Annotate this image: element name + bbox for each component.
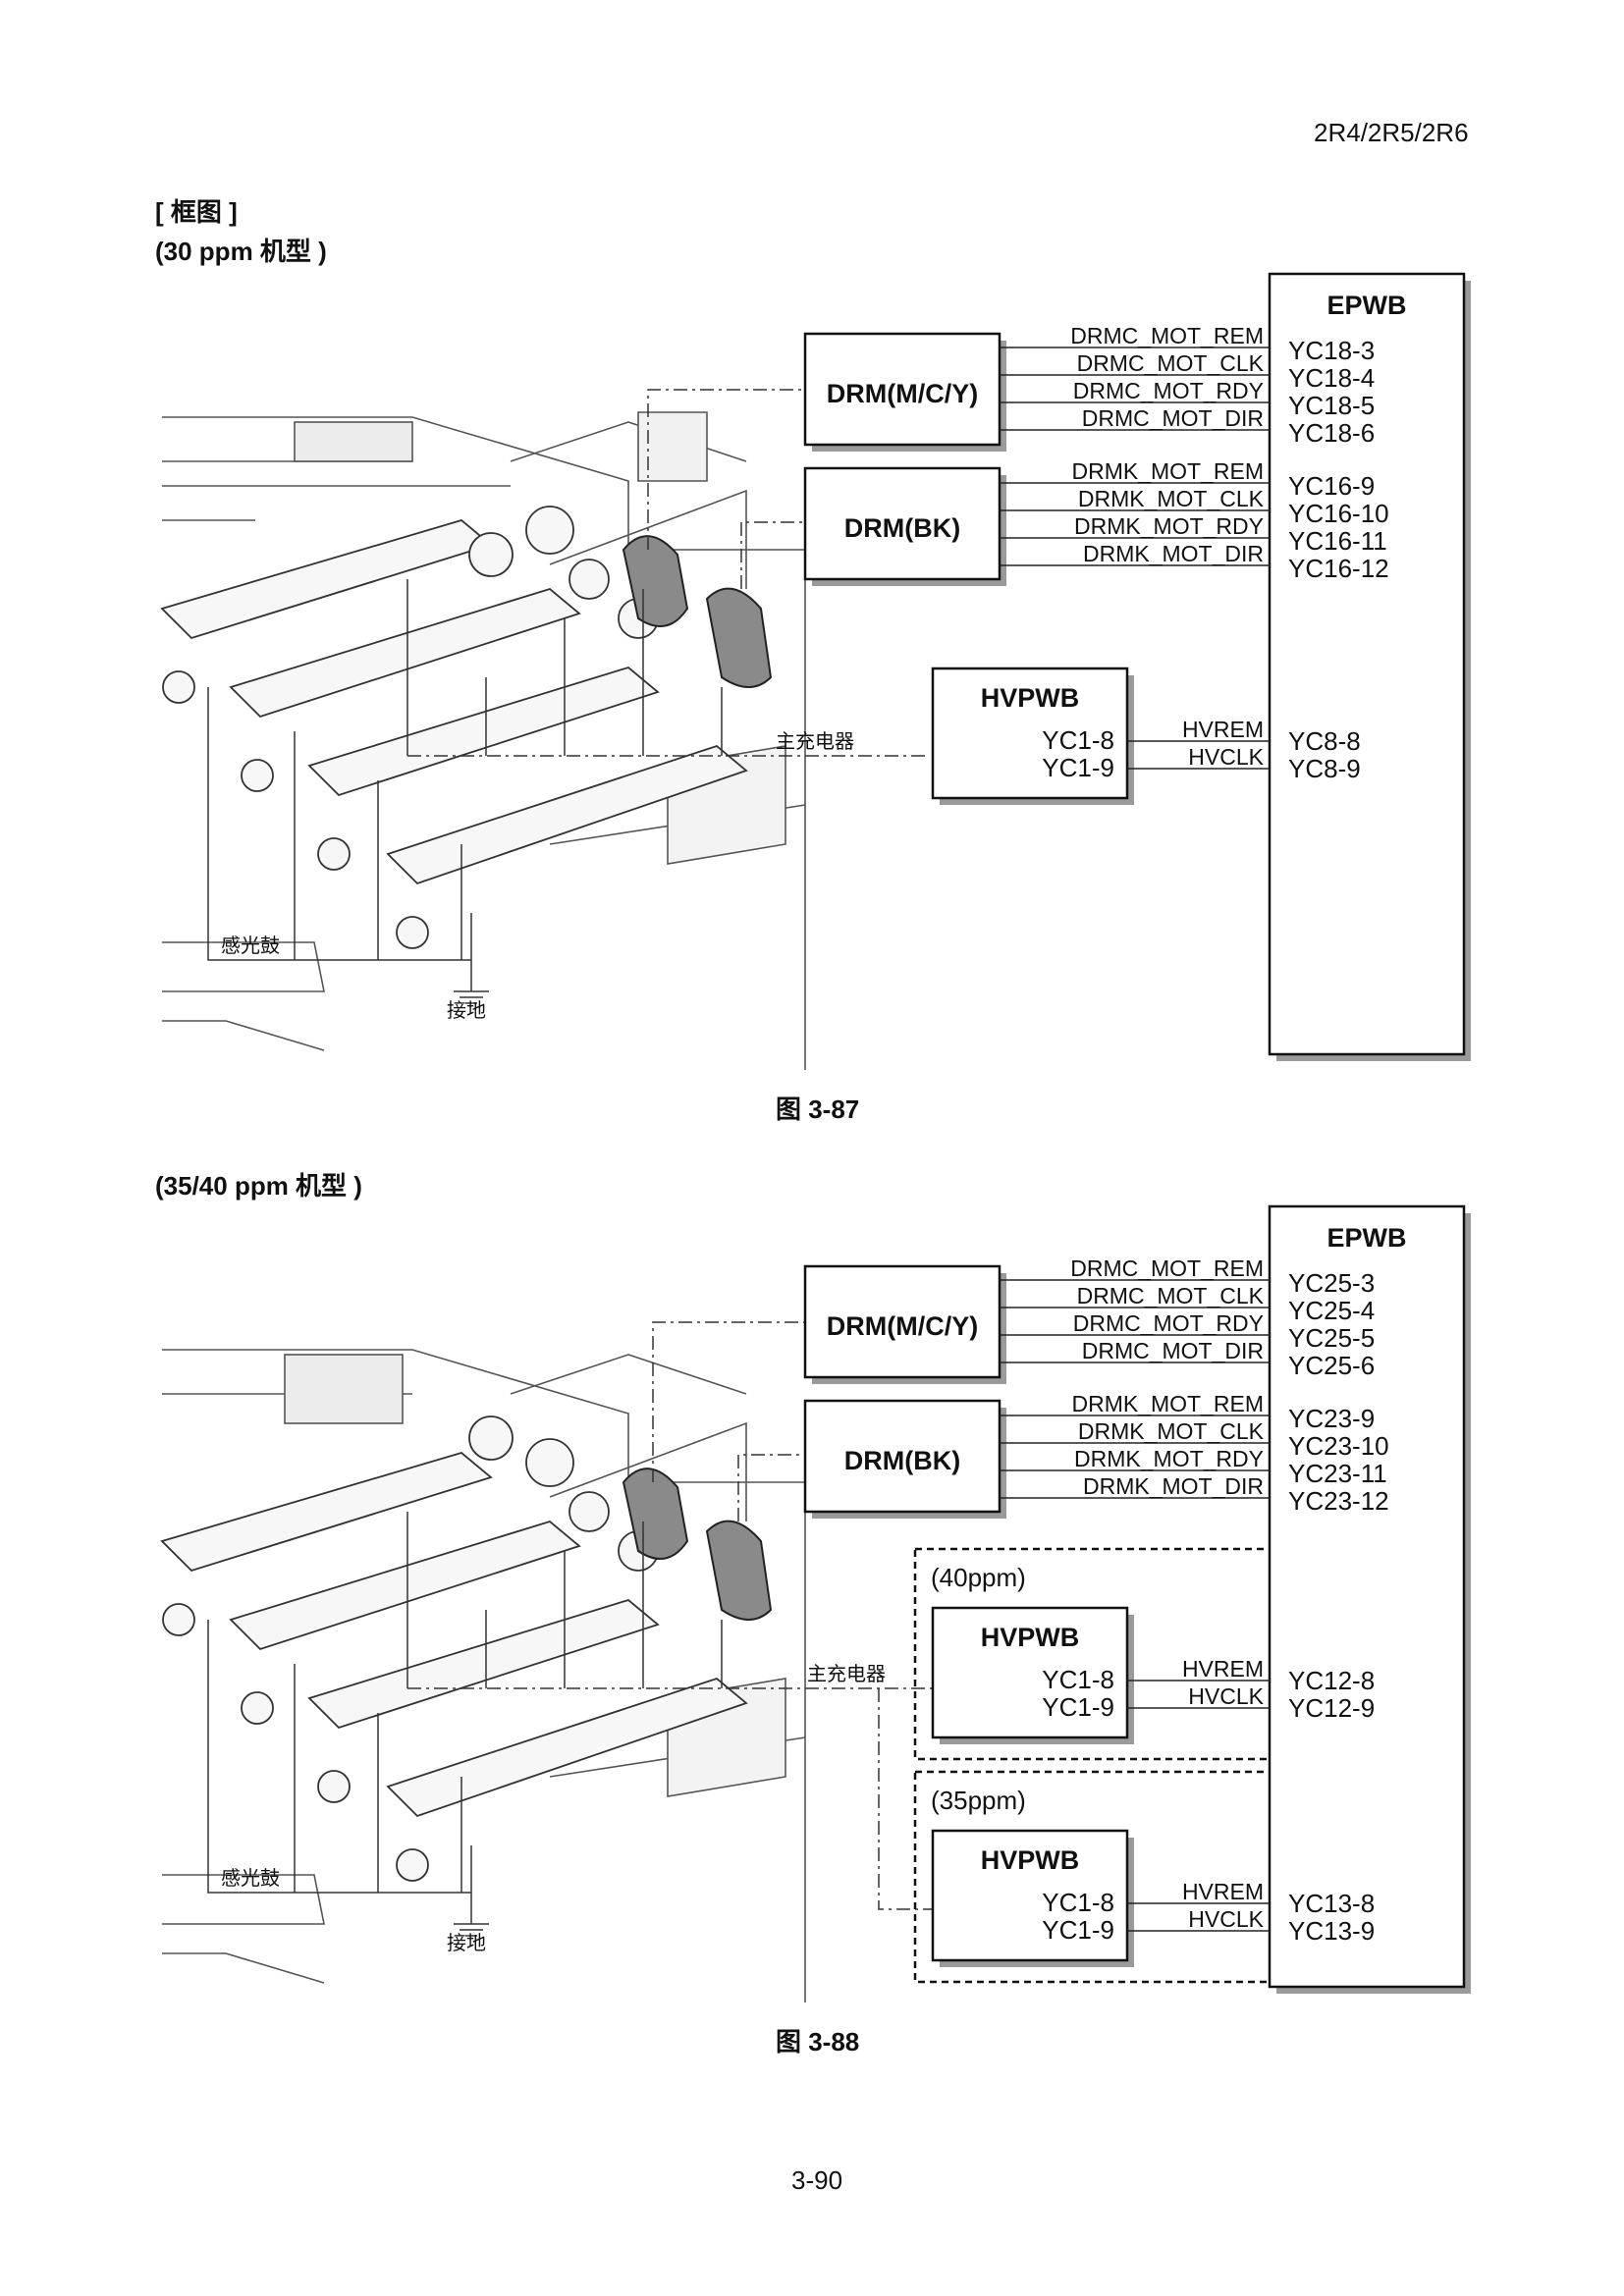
drm-mcy-label-2: DRM(M/C/Y)	[827, 1311, 978, 1341]
hvpwb-35-conn-2: YC1-9	[1042, 1915, 1114, 1945]
drum-units	[160, 506, 748, 949]
hvpwb-40-label: HVPWB	[981, 1623, 1080, 1652]
epwb-label-2: EPWB	[1327, 1223, 1407, 1253]
pin-yc18-4: YC18-4	[1288, 363, 1375, 393]
machine-illustration	[162, 411, 806, 1070]
pin-yc23-12: YC23-12	[1288, 1486, 1389, 1516]
ground-label-2: 接地	[447, 1931, 486, 1954]
diagram2: 主充电器 感光鼓 接地 DRM(M/C/Y) DRM(BK) (40ppm) (…	[160, 1204, 1471, 2002]
leader-lines	[207, 389, 928, 1004]
hvpwb-conn-1: YC1-8	[1042, 725, 1114, 755]
pin-yc13-9: YC13-9	[1288, 1916, 1375, 1946]
drm-bk-label-2: DRM(BK)	[844, 1446, 960, 1475]
sig2-hv40-clk: HVCLK	[1188, 1683, 1264, 1709]
diagram2-model-title: (35/40 ppm 机型 )	[155, 1171, 362, 1201]
pin-yc18-5: YC18-5	[1288, 391, 1375, 420]
drm-bk-box-2	[803, 1399, 1001, 1514]
hvpwb-35-box	[931, 1829, 1129, 1962]
group-40ppm-label: (40ppm)	[931, 1563, 1026, 1592]
sig2-drmk-dir: DRMK_MOT_DIR	[1083, 1473, 1264, 1499]
signal-lines-2	[1000, 1279, 1270, 1932]
pin-yc23-11: YC23-11	[1288, 1459, 1387, 1488]
sig2-drmk-clk: DRMK_MOT_CLK	[1078, 1418, 1265, 1444]
pin-yc12-8: YC12-8	[1288, 1666, 1375, 1695]
drm-bk-label: DRM(BK)	[844, 513, 960, 543]
pin-yc18-6: YC18-6	[1288, 418, 1375, 448]
page-number: 3-90	[791, 2165, 843, 2195]
drum-label-2: 感光鼓	[221, 1866, 280, 1890]
ground-label: 接地	[447, 998, 486, 1022]
drm-bk-box	[803, 466, 1001, 581]
sig2-hv40-rem: HVREM	[1182, 1656, 1264, 1682]
group-40ppm	[913, 1547, 1412, 1761]
hvpwb-40-conn-1: YC1-8	[1042, 1665, 1114, 1694]
drm-mcy-label: DRM(M/C/Y)	[827, 379, 978, 408]
pin-yc25-4: YC25-4	[1288, 1296, 1375, 1325]
sig2-drmk-rdy: DRMK_MOT_RDY	[1074, 1446, 1264, 1471]
pin-yc23-10: YC23-10	[1288, 1431, 1389, 1461]
sig-drmc-rdy: DRMC_MOT_RDY	[1073, 378, 1264, 403]
sig2-drmc-rdy: DRMC_MOT_RDY	[1073, 1310, 1264, 1336]
drum-motors-2	[622, 1468, 773, 1621]
sig-drmc-rem: DRMC_MOT_REM	[1070, 323, 1264, 348]
pin-yc16-11: YC16-11	[1288, 526, 1387, 556]
pin-yc25-3: YC25-3	[1288, 1268, 1375, 1298]
sig-drmk-dir: DRMK_MOT_DIR	[1083, 541, 1264, 566]
drum-motors	[622, 535, 773, 688]
pin-yc25-5: YC25-5	[1288, 1323, 1375, 1353]
diagram1: 主充电器 感光鼓 接地 DRM(M/C/Y) DRM(BK) HVPWB YC1…	[160, 272, 1471, 1070]
hvpwb-box	[931, 667, 1129, 800]
pin-yc23-9: YC23-9	[1288, 1404, 1375, 1433]
diagram1-model-title: (30 ppm 机型 )	[155, 237, 327, 266]
sig2-drmc-rem: DRMC_MOT_REM	[1070, 1255, 1264, 1281]
leader-lines-2	[207, 1321, 933, 1937]
sig-drmk-rdy: DRMK_MOT_RDY	[1074, 513, 1264, 539]
pin-yc18-3: YC18-3	[1288, 336, 1375, 365]
hvpwb-conn-2: YC1-9	[1042, 753, 1114, 782]
figure-3-87-caption: 图 3-87	[776, 1095, 860, 1124]
sig2-hv35-rem: HVREM	[1182, 1879, 1264, 1904]
drm-mcy-box	[803, 332, 1001, 447]
pin-yc13-8: YC13-8	[1288, 1889, 1375, 1918]
sig-drmc-dir: DRMC_MOT_DIR	[1082, 405, 1264, 431]
epwb-label: EPWB	[1327, 291, 1407, 320]
group-35ppm-label: (35ppm)	[931, 1786, 1026, 1815]
sig-drmk-clk: DRMK_MOT_CLK	[1078, 486, 1265, 511]
sig-hvrem: HVREM	[1182, 717, 1264, 742]
sig-drmk-rem: DRMK_MOT_REM	[1071, 458, 1264, 484]
sig2-drmc-clk: DRMC_MOT_CLK	[1077, 1283, 1265, 1308]
pin-yc16-9: YC16-9	[1288, 471, 1375, 501]
group-35ppm	[913, 1770, 1412, 1984]
sig2-drmk-rem: DRMK_MOT_REM	[1071, 1391, 1264, 1416]
pin-yc16-10: YC16-10	[1288, 499, 1389, 528]
epwb-box-2	[1268, 1204, 1466, 1989]
hvpwb-35-conn-1: YC1-8	[1042, 1888, 1114, 1917]
drm-mcy-box-2	[803, 1264, 1001, 1379]
pin-yc16-12: YC16-12	[1288, 554, 1389, 583]
hvpwb-40-conn-2: YC1-9	[1042, 1692, 1114, 1722]
sig2-hv35-clk: HVCLK	[1188, 1906, 1264, 1932]
charger-label: 主充电器	[776, 729, 854, 753]
hvpwb-40-box	[931, 1606, 1129, 1739]
signal-lines	[1000, 347, 1270, 770]
epwb-box	[1268, 272, 1466, 1056]
sig-hvclk: HVCLK	[1188, 744, 1264, 770]
model-code: 2R4/2R5/2R6	[1314, 118, 1469, 147]
sig-drmc-clk: DRMC_MOT_CLK	[1077, 350, 1265, 376]
pin-yc8-8: YC8-8	[1288, 726, 1361, 756]
charger-label-2: 主充电器	[807, 1662, 886, 1685]
hvpwb-35-label: HVPWB	[981, 1845, 1080, 1875]
pin-yc25-6: YC25-6	[1288, 1351, 1375, 1380]
figure-3-88-caption: 图 3-88	[776, 2027, 860, 2056]
sig2-drmc-dir: DRMC_MOT_DIR	[1082, 1338, 1264, 1363]
pin-yc12-9: YC12-9	[1288, 1693, 1375, 1723]
drum-label: 感光鼓	[221, 934, 280, 957]
hvpwb-label: HVPWB	[981, 683, 1080, 713]
pin-yc8-9: YC8-9	[1288, 754, 1361, 783]
section-title: [ 框图 ]	[155, 197, 238, 227]
